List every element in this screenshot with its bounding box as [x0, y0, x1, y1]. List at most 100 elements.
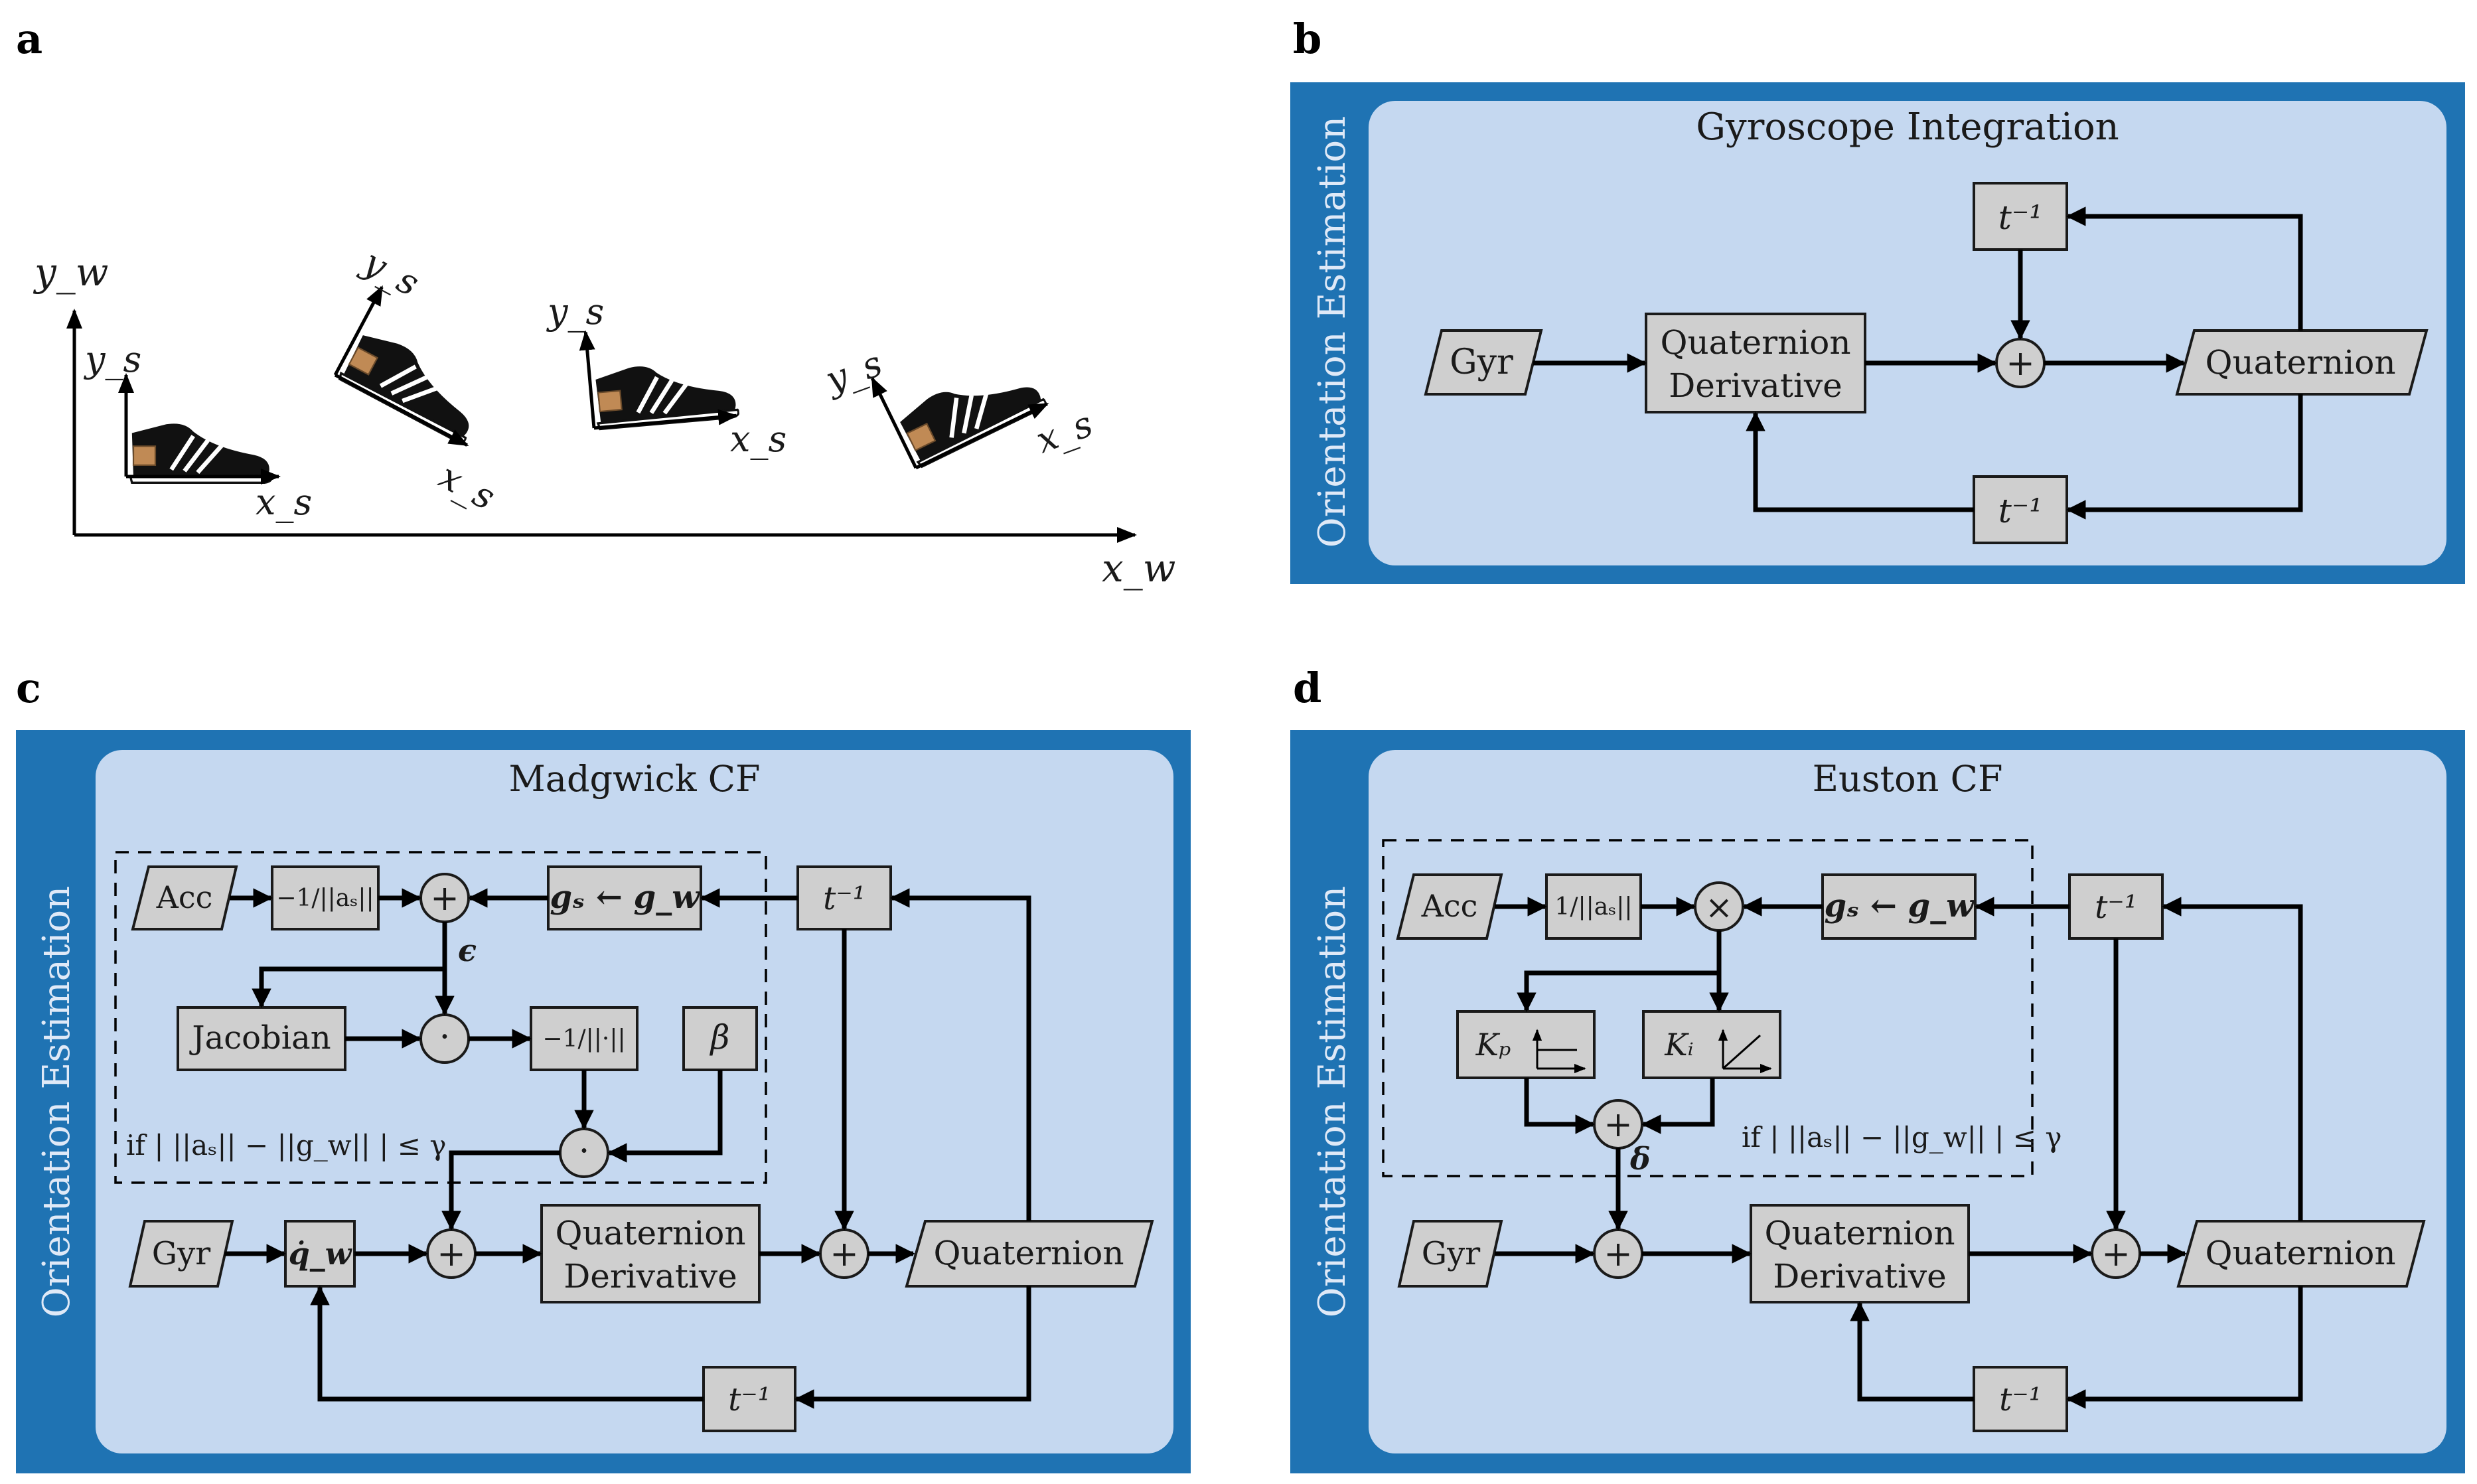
tinv-c-top: t⁻¹: [823, 880, 865, 917]
quaternion-output-d: [2176, 1220, 2426, 1288]
panel-a: y_w x_w y_s x_s y_s x_s y_s x_s: [33, 240, 1175, 591]
tinv-d-bottom: t⁻¹: [1999, 1381, 2042, 1418]
sensor-y-label-4: y_s: [819, 342, 888, 402]
sum-plus-d1: +: [1604, 1105, 1633, 1145]
delay-block-d-bottom: [1973, 1366, 2068, 1432]
tinv-top: t⁻¹: [1998, 198, 2043, 237]
panel-c: Orientation Estimation Madgwick CF if | …: [16, 730, 1191, 1473]
quaternion-output: [2175, 329, 2429, 396]
sensor-frame-4: [870, 315, 1049, 469]
condition-region-d: [1382, 839, 2034, 1177]
panel-c-title: Madgwick CF: [508, 758, 760, 800]
times-label: ×: [1705, 888, 1733, 927]
dot-2: ·: [579, 1132, 590, 1171]
dot-1: ·: [439, 1017, 451, 1057]
qd-line1: Quaternion: [1660, 323, 1850, 362]
sum-plus-c3: +: [830, 1234, 859, 1274]
wires-b: [1533, 206, 2303, 520]
quat-label-d: Quaternion: [2205, 1234, 2395, 1272]
sensor-x-label-2: x_s: [433, 455, 502, 518]
norm-block-c: [271, 865, 380, 930]
step-response-icon: [1532, 1029, 1586, 1074]
quaternion-derivative-block: [1645, 313, 1866, 413]
ramp-response-icon: [1718, 1029, 1772, 1074]
quaternion-output-c: [905, 1220, 1154, 1288]
panel-b-title: Gyroscope Integration: [1696, 106, 2119, 149]
norm2-label-c: −1/||·||: [542, 1025, 625, 1053]
tinv-bottom: t⁻¹: [1998, 492, 2043, 530]
qdot-label: q̇_w: [289, 1236, 352, 1272]
gyr-label-d: Gyr: [1422, 1235, 1480, 1272]
qd-d-line1: Quaternion: [1764, 1214, 1955, 1252]
side-label-c: Orientation Estimation: [35, 886, 78, 1317]
norm-label-c: −1/||aₛ||: [276, 885, 374, 912]
sensor-x-label-3: x_s: [730, 418, 787, 460]
sum-plus-c1: +: [430, 879, 459, 919]
panel-label-a: a: [16, 15, 42, 63]
sensor-frame-2: [333, 285, 514, 447]
jacobian-label: Jacobian: [188, 1019, 331, 1057]
panel-label-d: d: [1293, 664, 1321, 712]
beta-label: β: [710, 1018, 730, 1057]
sum-plus-d3: +: [2101, 1234, 2131, 1274]
tinv-c-bottom: t⁻¹: [728, 1381, 771, 1418]
sum-plus-c2: +: [437, 1234, 466, 1274]
quat-label-c: Quaternion: [933, 1234, 1124, 1272]
gyr-input-d: [1397, 1220, 1503, 1288]
kp-label: Kₚ: [1475, 1027, 1511, 1063]
condition-region-c: [114, 851, 767, 1184]
side-label-d: Orientation Estimation: [1311, 886, 1354, 1317]
sensor-y-label-2: y_s: [355, 240, 426, 305]
g-update-label-d: gₛ ← g_w: [1824, 887, 1975, 925]
panel-label-c: c: [16, 664, 41, 712]
world-y-label: y_w: [33, 250, 108, 295]
delay-block-bottom: [1973, 475, 2068, 544]
panel-d: Orientation Estimation Euston CF if | ||…: [1290, 730, 2465, 1473]
qd-c-line1: Quaternion: [555, 1214, 745, 1252]
delta-label: δ: [1629, 1141, 1651, 1177]
sensor-x-label: x_s: [256, 481, 312, 523]
condition-c: if | ||aₛ|| − ||g_w|| | ≤ γ: [126, 1129, 446, 1161]
qd-d-line2: Derivative: [1773, 1257, 1947, 1296]
wires-c: [224, 888, 1031, 1409]
sum-plus: +: [2006, 344, 2035, 384]
side-label-b: Orientation Estimation: [1311, 116, 1354, 548]
g-update-label-c: gₛ ← g_w: [550, 879, 700, 916]
sensor-y-label: y_s: [84, 338, 141, 380]
quaternion-derivative-block-c: [540, 1204, 761, 1303]
world-x-label: x_w: [1102, 546, 1175, 591]
norm2-block-c: [530, 1006, 638, 1071]
acc-input-d: [1396, 873, 1503, 940]
qdot-block: [284, 1220, 356, 1288]
quat-label: Quaternion: [2205, 343, 2395, 382]
qd-c-line2: Derivative: [563, 1257, 737, 1296]
tinv-d-top: t⁻¹: [2095, 889, 2137, 926]
acc-label-d: Acc: [1421, 888, 1478, 924]
sensor-frame-3: [579, 330, 739, 429]
wires-d: [1495, 897, 2303, 1409]
panel-b: Orientation Estimation Gyroscope Integra…: [1290, 82, 2465, 584]
gyr-label-c: Gyr: [152, 1235, 210, 1272]
sensor-frame-1: y_s x_s: [84, 338, 312, 523]
sum-plus-d2: +: [1604, 1234, 1633, 1274]
panel-d-inner: [1369, 750, 2446, 1453]
g-update-block-c: [547, 865, 702, 930]
gyr-input-c: [128, 1220, 234, 1288]
qd-line2: Derivative: [1669, 366, 1842, 405]
acc-label-c: Acc: [156, 879, 213, 915]
panel-label-b: b: [1293, 15, 1321, 63]
condition-d: if | ||aₛ|| − ||g_w|| | ≤ γ: [1742, 1121, 2062, 1153]
panel-c-inner: [96, 750, 1173, 1453]
acc-input-c: [131, 865, 238, 930]
g-update-block-d: [1821, 873, 1977, 940]
ki-label: Kᵢ: [1664, 1027, 1694, 1063]
gyr-label: Gyr: [1450, 342, 1513, 382]
panel-d-title: Euston CF: [1813, 758, 2003, 800]
sensor-x-label-4: x_s: [1031, 403, 1098, 461]
gyr-input: [1424, 329, 1543, 396]
sensor-y-label-3: y_s: [546, 291, 604, 333]
epsilon-label: ϵ: [458, 932, 477, 968]
norm-label-d: 1/||aₛ||: [1554, 893, 1632, 921]
beta-block: [682, 1006, 758, 1071]
